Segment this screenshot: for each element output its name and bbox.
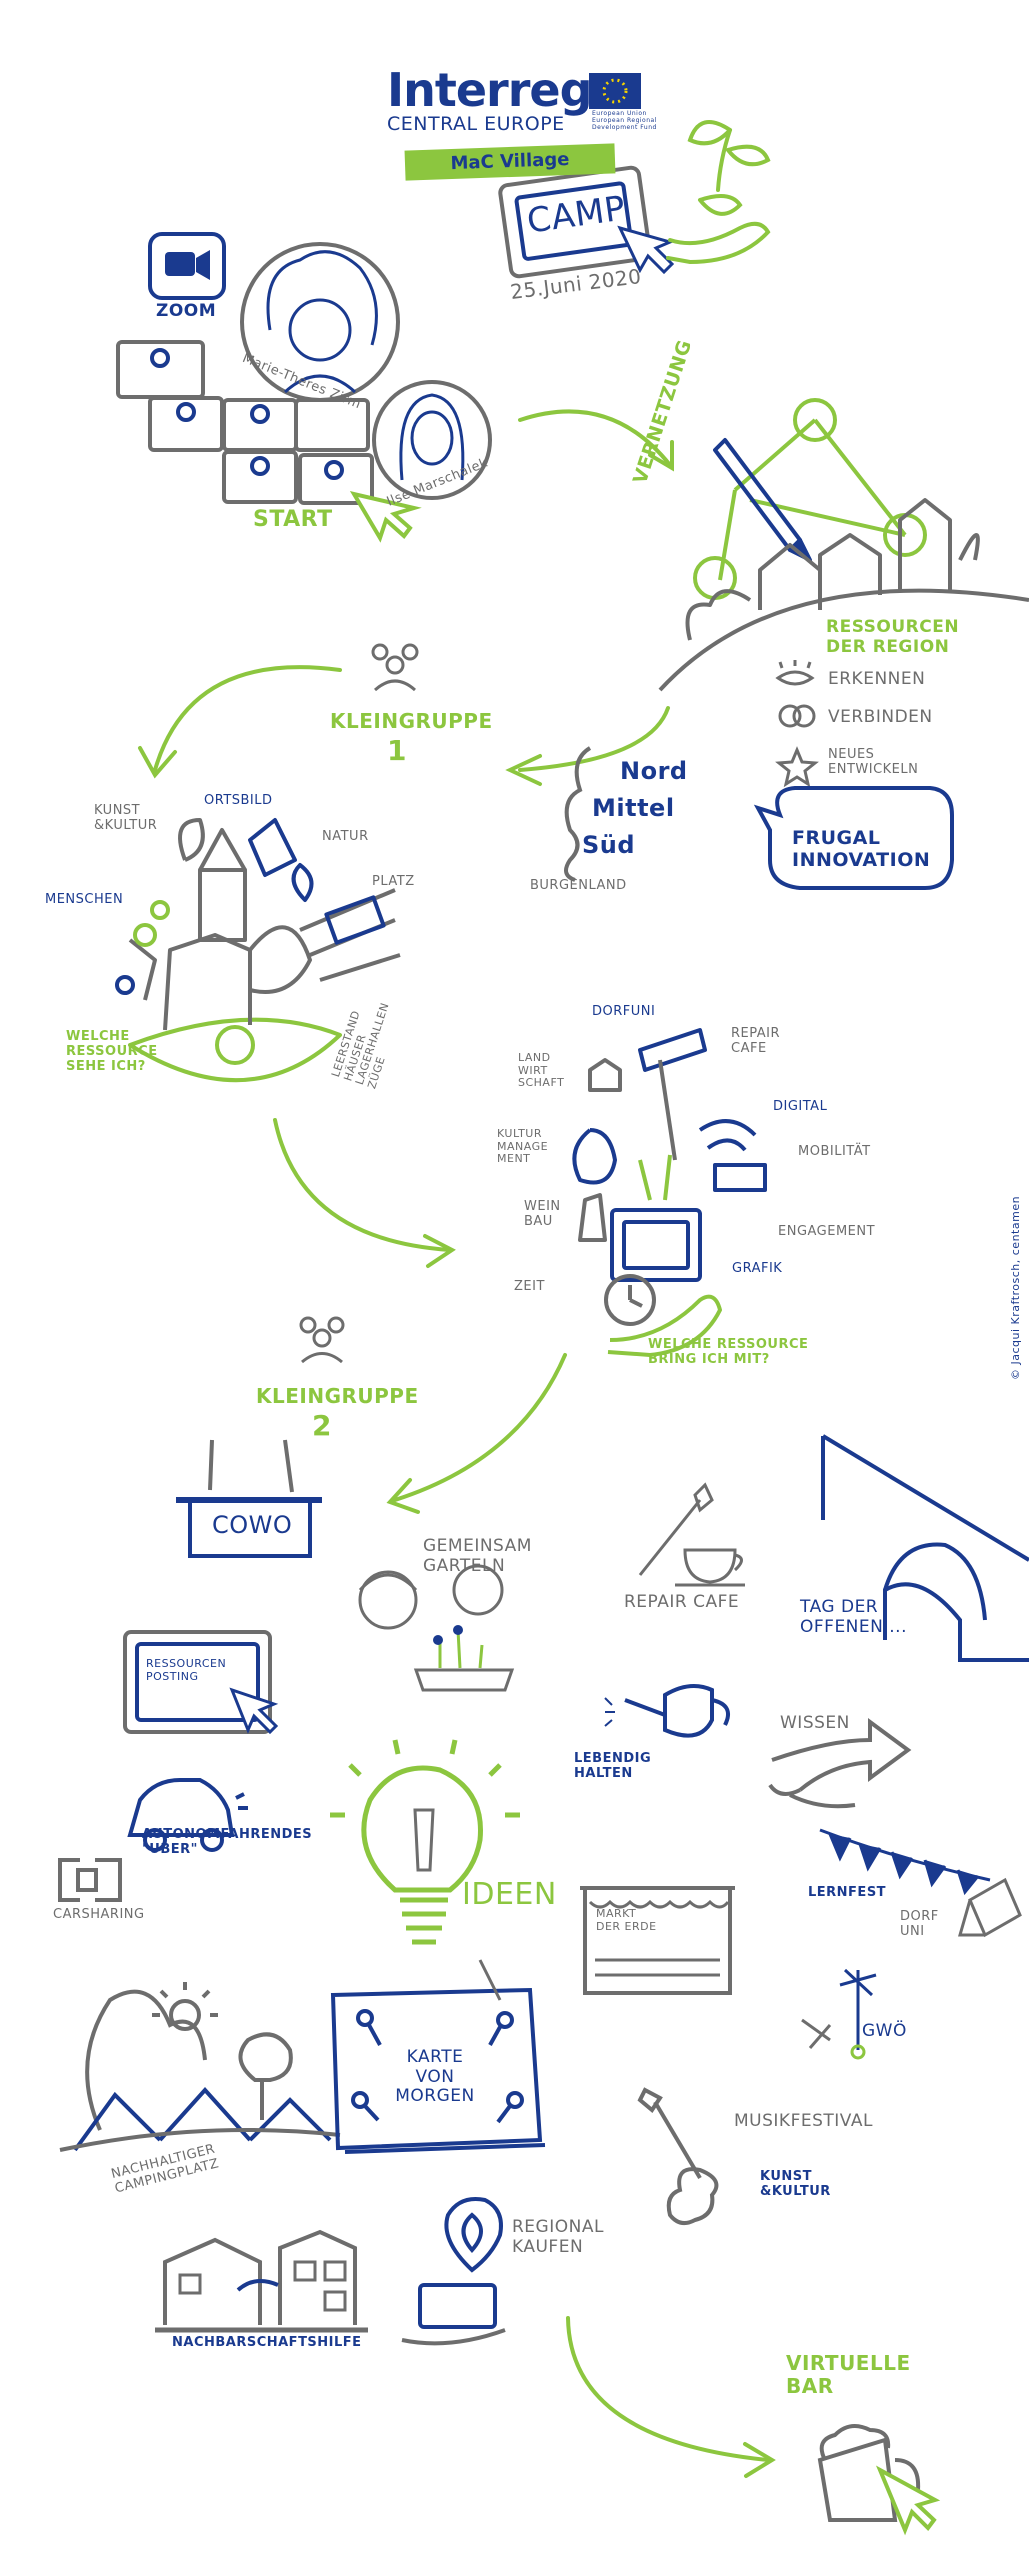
weinbau-label: WEIN BAU — [524, 1199, 561, 1229]
coworking-desk-icon — [176, 1439, 322, 1558]
kleingruppe2-title: KLEINGRUPPE — [256, 1384, 419, 1408]
digital-label: DIGITAL — [773, 1099, 828, 1114]
ressourcen-region: RESSOURCEN DER REGION — [826, 617, 960, 657]
camping-illustration — [59, 1982, 341, 2152]
repair-cafe-idea-label: REPAIR CAFE — [624, 1592, 740, 1612]
video-call-grid — [116, 340, 374, 505]
eu-flag-icon — [589, 73, 641, 109]
ressourcen-posting-label: RESSOURCEN POSTING — [146, 1657, 227, 1683]
nord-label: Nord — [620, 757, 688, 785]
knowledge-arrow-icon — [768, 1718, 912, 1809]
posting-screen-icon — [123, 1630, 279, 1735]
kunst-kultur-idea-label: KUNST &KULTUR — [760, 2169, 831, 2199]
virtuelle-bar-label: VIRTUELLE BAR — [786, 2351, 911, 2398]
carsharing-label: CARSHARING — [53, 1907, 145, 1922]
nachbarschaftshilfe-label: NACHBARSCHAFTSHILFE — [172, 2335, 362, 2350]
tag-der-offenen-label: TAG DER OFFENEN ... — [800, 1597, 907, 1637]
host1-portrait — [240, 242, 400, 402]
laptop-icon — [498, 165, 652, 279]
markt-der-erde-label: MARKT DER ERDE — [596, 1907, 657, 1933]
engagement-label: ENGAGEMENT — [778, 1224, 876, 1239]
erkennen-label: ERKENNEN — [828, 669, 926, 689]
neues-label: NEUES ENTWICKELN — [828, 747, 919, 777]
menschen-label: MENSCHEN — [45, 892, 124, 907]
zeit-label: ZEIT — [514, 1279, 545, 1294]
burgenland-label: BURGENLAND — [530, 878, 627, 893]
open-door-illustration — [821, 1434, 1029, 1662]
natur-label: NATUR — [322, 829, 369, 844]
star-icon — [775, 746, 819, 788]
kleingruppe1-number: 1 — [387, 734, 407, 767]
gwoe-icon — [801, 1968, 877, 2060]
gemeinsam-garteln-label: GEMEINSAM GARTELN — [423, 1536, 532, 1576]
lightbulb-icon — [330, 1739, 520, 1945]
mobilitaet-label: MOBILITÄT — [798, 1144, 871, 1159]
dorfuni-idea-label: DORF UNI — [900, 1909, 939, 1939]
people-group-icon-1 — [371, 643, 419, 692]
market-stall-icon — [580, 1886, 735, 1995]
lebendig-halten-label: LEBENDIG HALTEN — [574, 1751, 652, 1781]
frugal-bubble — [753, 786, 954, 890]
bunting-icon — [819, 1828, 991, 1896]
cursor-icon — [617, 225, 675, 275]
grafik-label: GRAFIK — [732, 1261, 783, 1276]
start-cursor-icon — [349, 490, 422, 543]
village-resource-illustration — [115, 818, 401, 1082]
verbinden-label: VERBINDEN — [828, 707, 933, 727]
zoom-camera-icon — [148, 232, 226, 300]
money-hand-icon — [401, 2283, 506, 2346]
link-rings-icon — [778, 704, 816, 728]
gardening-people-illustration — [358, 1564, 515, 1692]
kulturmanagement-label: KULTUR MANAGE MENT — [497, 1127, 549, 1166]
interreg-logo-text: Interreg — [387, 63, 593, 117]
landwirtschaft-label: LAND WIRT SCHAFT — [518, 1051, 565, 1090]
flow-arrows — [138, 409, 776, 2478]
burgenland-map — [564, 746, 592, 882]
repair-cafe-icon — [638, 1482, 745, 1587]
personal-resources-illustration — [572, 1028, 767, 1357]
ideen-label: IDEEN — [462, 1877, 557, 1912]
eu-fund-text: European Union European Regional Develop… — [592, 110, 657, 131]
start-label: START — [253, 507, 333, 532]
ortsbild-label: ORTSBILD — [204, 793, 273, 808]
karte-label: KARTE VON MORGEN — [395, 2047, 475, 2107]
network-village-illustration — [658, 398, 1029, 692]
autonomfahrendes-label: AUTONOMFAHRENDES "UBER" — [142, 1827, 313, 1857]
plant-hand-icon — [666, 120, 771, 265]
eye-icon — [775, 660, 815, 686]
interreg-subtitle: CENTRAL EUROPE — [387, 113, 565, 135]
kunst-kultur-label: KUNST &KULTUR — [94, 803, 158, 833]
neighbor-houses-illustration — [155, 2229, 368, 2333]
dorfuni-label: DORFUNI — [592, 1004, 656, 1019]
gwoe-label: GWÖ — [862, 2021, 907, 2041]
people-group-icon-2 — [299, 1316, 345, 1364]
car-icon — [127, 1778, 248, 1852]
illustrator-credit: © Jacqui Kraftrosch, centamen — [1009, 1195, 1022, 1380]
guitar-icon — [637, 2087, 719, 2226]
open-book-icon — [958, 1877, 1022, 1938]
lernfest-label: LERNFEST — [808, 1885, 887, 1900]
regional-kaufen-label: REGIONAL KAUFEN — [512, 2217, 604, 2257]
platz-label: PLATZ — [372, 874, 415, 889]
kleingruppe1-question: WELCHE RESSOURCE SEHE ICH? — [66, 1029, 158, 1074]
zoom-label: ZOOM — [156, 301, 217, 321]
cowo-label: COWO — [212, 1511, 293, 1539]
musikfestival-label: MUSIKFESTIVAL — [734, 2111, 873, 2131]
watering-can-icon — [604, 1684, 730, 1738]
carsharing-icon — [58, 1858, 122, 1902]
kleingruppe2-number: 2 — [312, 1409, 332, 1442]
wissen-label: WISSEN — [780, 1713, 850, 1733]
location-pin-icon — [444, 2197, 503, 2273]
kleingruppe1-title: KLEINGRUPPE — [330, 709, 493, 733]
host2-portrait — [372, 380, 492, 500]
repair-cafe-label: REPAIR CAFE — [731, 1026, 781, 1056]
mittel-label: Mittel — [592, 794, 675, 822]
ressource-mit-question: WELCHE RESSOURCE BRING ICH MIT? — [648, 1337, 809, 1367]
frugal-label: FRUGAL INNOVATION — [792, 827, 931, 871]
sued-label: Süd — [582, 831, 636, 859]
map-board — [330, 1959, 546, 2154]
beer-bar-illustration — [817, 2424, 941, 2536]
